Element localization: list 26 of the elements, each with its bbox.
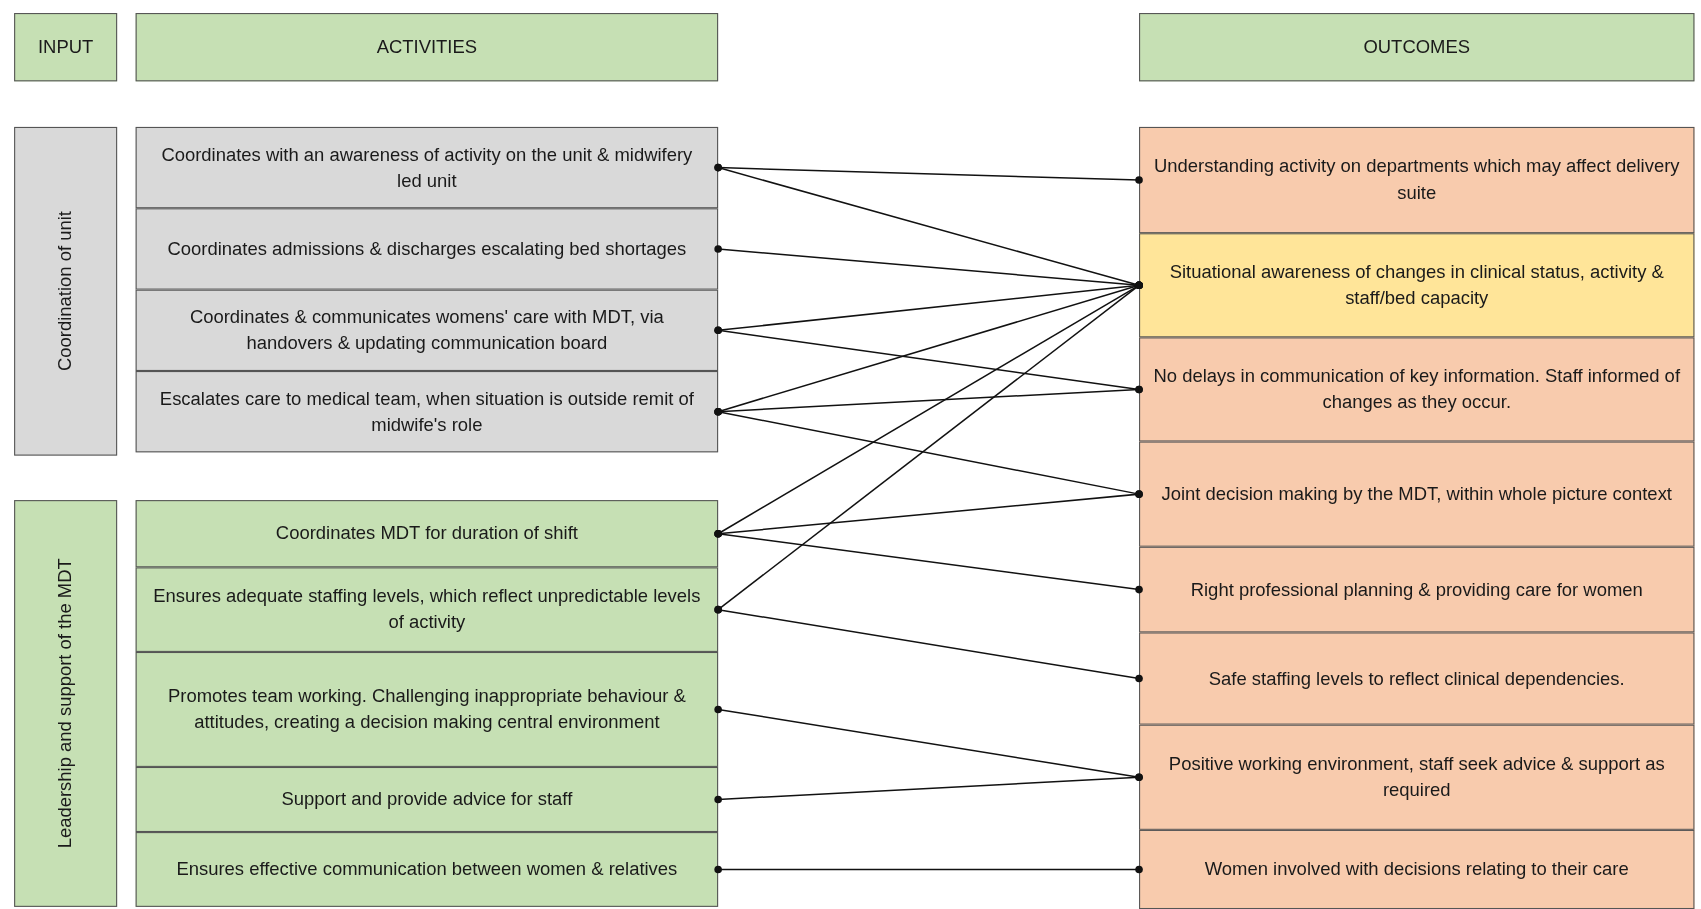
outcome-box: Positive working environment, staff seek advice & support as required (1139, 724, 1695, 830)
activity-box: Support and provide advice for staff (135, 766, 719, 833)
outcome-box: Understanding activity on departments which may affect delivery suite (1139, 126, 1695, 234)
outcome-box: Women involved with decisions relating to their care (1139, 829, 1695, 909)
activity-box: Coordinates & communicates womens' care with MDT, via handovers & updating communication board (135, 289, 719, 371)
header-box: INPUT (14, 13, 118, 82)
activity-box: Promotes team working. Challenging inappropriate behaviour & attitudes, creating a decision making central environment (135, 651, 719, 767)
connector-line (714, 865, 1143, 874)
connector-line (714, 605, 1143, 683)
activity-box: Ensures effective communication between women & relatives (135, 832, 719, 907)
header-box: OUTCOMES (1139, 13, 1695, 82)
activity-box: Escalates care to medical team, when situation is outside remit of midwife's role (135, 371, 719, 453)
outcome-box: Safe staffing levels to reflect clinical dependencies. (1139, 632, 1695, 725)
header-box: ACTIVITIES (135, 13, 719, 82)
outcome-box: Situational awareness of changes in clinical status, activity & staff/bed capacity (1139, 233, 1695, 338)
outcome-box: Joint decision making by the MDT, within whole picture context (1139, 441, 1695, 547)
category-box: Coordination of unit (14, 126, 118, 456)
connector-line (714, 529, 1143, 594)
connector-line (714, 773, 1143, 804)
outcome-box: Right professional planning & providing care for women (1139, 546, 1695, 633)
activity-box: Coordinates admissions & discharges escalating bed shortages (135, 208, 719, 290)
activity-box: Coordinates with an awareness of activity on the unit & midwifery led unit (135, 126, 719, 209)
category-box: Leadership and support of the MDT (14, 500, 118, 907)
activity-box: Ensures adequate staffing levels, which reflect unpredictable levels of activity (135, 567, 719, 652)
activity-box: Coordinates MDT for duration of shift (135, 500, 719, 568)
outcome-box: No delays in communication of key information. Staff informed of changes as they occur. (1139, 337, 1695, 442)
